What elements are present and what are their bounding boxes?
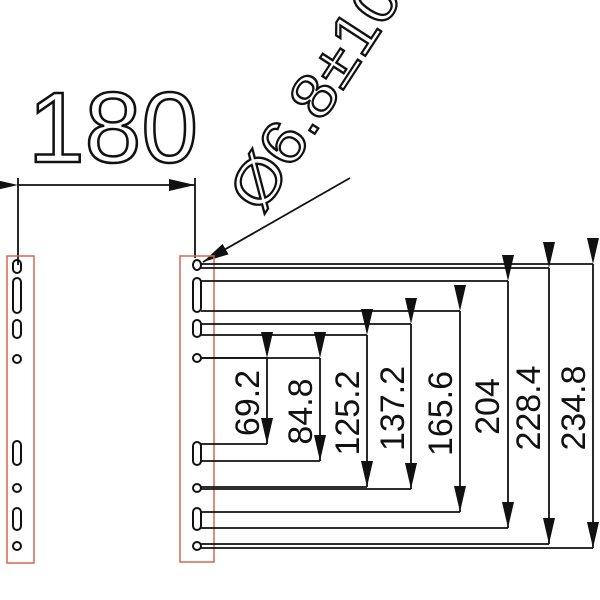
- dimension-label: 137.2: [374, 366, 412, 451]
- dimension-label: 125.2: [329, 370, 367, 455]
- dimension-69.2: 69.2: [201, 332, 273, 445]
- dimension-label: 84.8: [282, 378, 320, 444]
- dimension-204: 204: [201, 255, 514, 529]
- dimension-label: 69.2: [229, 370, 267, 436]
- dimension-165.6: 165.6: [201, 285, 466, 513]
- dimension-84.8: 84.8: [201, 332, 326, 462]
- hole-leader: [202, 177, 351, 263]
- spacing-label: 180: [28, 72, 198, 184]
- dimension-234.8: 234.8: [201, 238, 599, 549]
- left-strip: [6, 255, 35, 564]
- dimension-137.2: 137.2: [201, 298, 417, 490]
- dimension-228.4: 228.4: [201, 242, 555, 545]
- dimension-label: 165.6: [422, 371, 460, 456]
- spacing-dimension: [0, 178, 196, 265]
- dimension-125.2: 125.2: [201, 309, 373, 488]
- dimension-label: 234.8: [555, 365, 593, 450]
- dimension-label: 204: [469, 378, 507, 435]
- dimension-label: 228.4: [510, 365, 548, 450]
- right-strip: [179, 255, 215, 563]
- hole-diameter-label: Ø6.8±10: [216, 0, 415, 223]
